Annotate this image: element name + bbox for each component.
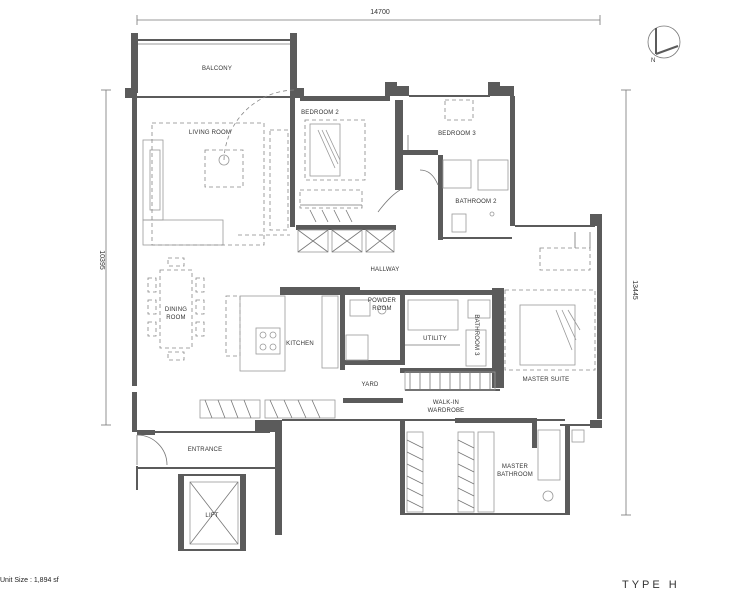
dimension-width-label: 14700 [370,9,390,16]
kitchen-furniture [199,295,369,419]
label-yard: YARD [361,382,378,388]
label-balcony: BALCONY [202,66,232,72]
entrance-door [136,434,168,466]
bedroom2-furniture [299,119,366,223]
hallway-wardrobes [297,189,401,253]
interior-walls [137,97,565,448]
label-dining-room-line2: ROOM [166,315,185,321]
living-furniture [142,89,296,246]
label-master-bathroom-line1: MASTER [502,464,529,470]
exterior-walls [125,33,602,535]
label-living-room: LIVING ROOM [189,130,231,136]
dining-furniture [147,257,241,361]
walk-in-wardrobe-storage [404,371,496,513]
label-dining-room-line1: DINING [165,307,187,313]
dimension-height-right-label: 13445 [631,280,638,300]
label-walk-in-wardrobe-line2: WARDROBE [428,408,465,414]
north-arrow-icon: N [647,25,681,64]
label-master-bathroom-line2: BATHROOM [497,472,533,478]
north-label: N [651,58,656,64]
dimension-top: 14700 [136,9,601,25]
service-fixtures [349,299,491,367]
label-master-suite: MASTER SUITE [523,377,570,383]
label-bathroom-3: BATHROOM 3 [473,314,479,356]
label-kitchen: KITCHEN [286,341,314,347]
unit-type-label: TYPE H [622,579,680,591]
label-powder-room-line1: POWDER [368,298,397,304]
bathroom2-fixtures [442,159,509,233]
label-bathroom-2: BATHROOM 2 [455,199,497,205]
label-bedroom-2: BEDROOM 2 [301,110,339,116]
master-suite-furniture [504,232,596,371]
label-lift: LIFT [205,513,218,519]
label-entrance: ENTRANCE [188,447,223,453]
label-powder-room-line2: ROOM [372,306,391,312]
dimension-right: 13445 [621,89,638,516]
lift-shaft [178,474,246,551]
master-bathroom-fixtures [537,429,585,502]
bedroom3-furniture [407,99,474,186]
label-hallway: HALLWAY [371,267,400,273]
room-labels: BALCONY LIVING ROOM BEDROOM 2 BEDROOM 3 … [165,66,569,519]
dimension-left: 10395 [98,89,111,426]
label-utility: UTILITY [423,336,447,342]
unit-size-label: Unit Size : 1,894 sf [0,577,59,584]
label-bedroom-3: BEDROOM 3 [438,131,476,137]
dimension-height-left-label: 10395 [98,250,105,270]
label-walk-in-wardrobe-line1: WALK-IN [433,400,459,406]
